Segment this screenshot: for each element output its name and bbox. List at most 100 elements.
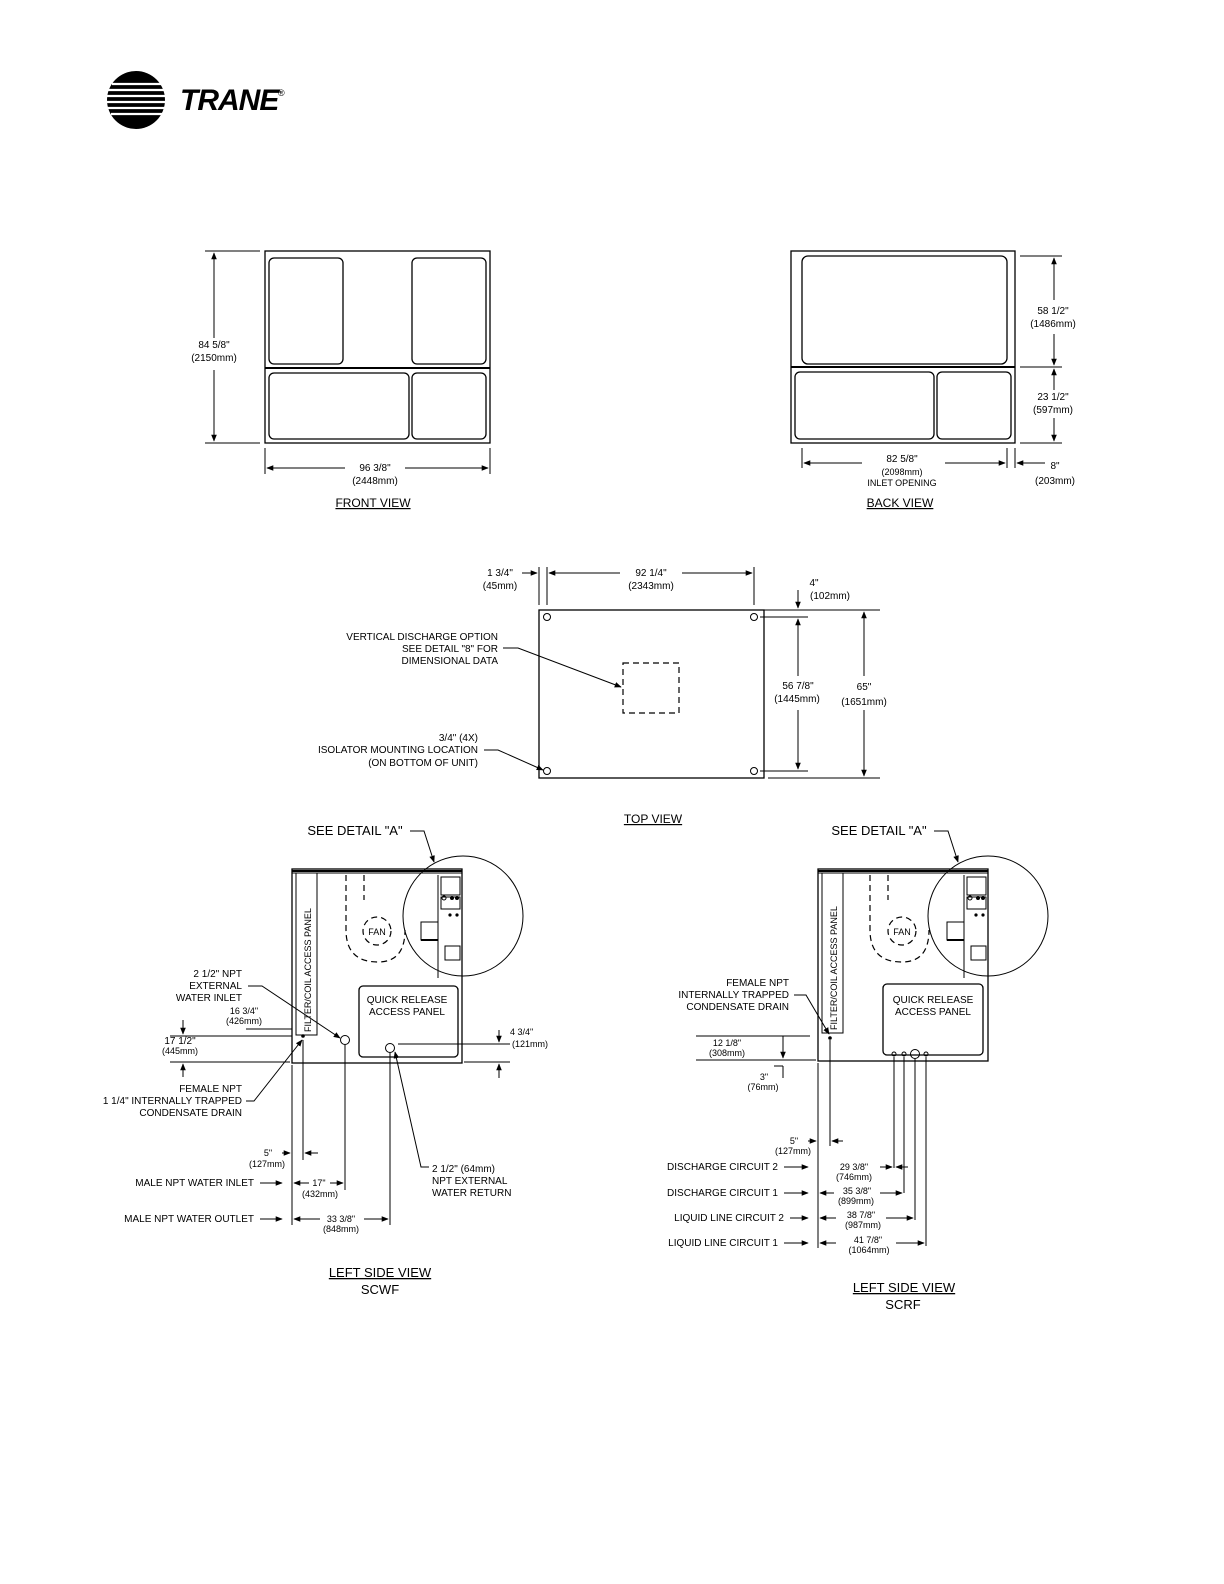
scrf-d3-mm: (76mm): [748, 1082, 779, 1092]
back-inlet: 82 5/8": [886, 454, 918, 465]
scwf-water-inlet: MALE NPT WATER INLET: [135, 1178, 254, 1189]
scwf-inlet-line3: WATER INLET: [176, 993, 242, 1004]
scrf-detail: SEE DETAIL "A": [831, 823, 927, 838]
scrf-filter-panel: FILTER/COIL ACCESS PANEL: [829, 906, 839, 1030]
top-vd-line3: DIMENSIONAL DATA: [402, 656, 499, 667]
scwf-d33: 33 3/8": [327, 1214, 355, 1224]
scwf-d4: 4 3/4": [510, 1027, 533, 1037]
back-lower-mm: (597mm): [1033, 405, 1073, 416]
scrf-c1-dim: 35 3/8": [843, 1186, 871, 1196]
scrf-c2-mm: (746mm): [836, 1172, 872, 1182]
top-vd-line1: VERTICAL DISCHARGE OPTION: [346, 632, 498, 643]
scrf-d12: 12 1/8": [713, 1038, 741, 1048]
brand-name: TRANE: [180, 84, 280, 117]
scwf-inlet-line1: 2 1/2" NPT: [193, 969, 242, 980]
scwf-d33-mm: (848mm): [323, 1224, 359, 1234]
front-height: 84 5/8": [198, 340, 230, 351]
top-depth-mm: (1651mm): [841, 697, 887, 708]
scwf-qr-line1: QUICK RELEASE: [367, 995, 448, 1006]
scwf-title: LEFT SIDE VIEW: [329, 1265, 432, 1280]
front-view: 84 5/8" (2150mm) 96 3/8" (2448mm) FRONT …: [191, 250, 491, 510]
back-inlet-label: INLET OPENING: [867, 478, 936, 488]
scrf-qr-line2: ACCESS PANEL: [895, 1007, 971, 1018]
scwf-d16-mm: (426mm): [226, 1016, 262, 1026]
top-width-mm: (2343mm): [628, 581, 674, 592]
trane-logo-icon: [107, 71, 165, 129]
scwf-d5-mm: (127mm): [249, 1159, 285, 1169]
back-upper: 58 1/2": [1037, 306, 1069, 317]
scwf-ret-line3: WATER RETURN: [432, 1188, 511, 1199]
scwf-d5: 5": [264, 1148, 272, 1158]
scwf-d17: 17": [312, 1178, 325, 1188]
scrf-c1-mm: (899mm): [838, 1196, 874, 1206]
scwf-fan: FAN: [368, 927, 386, 937]
scwf-d16: 16 3/4": [230, 1006, 258, 1016]
scrf-l2-dim: 38 7/8": [847, 1210, 875, 1220]
scwf-qr-line2: ACCESS PANEL: [369, 1007, 445, 1018]
top-left-offset: 1 3/4": [487, 568, 513, 579]
top-iso-line1: 3/4" (4X): [439, 733, 478, 744]
scrf-qr-line1: QUICK RELEASE: [893, 995, 974, 1006]
scwf-ret-line2: NPT EXTERNAL: [432, 1176, 508, 1187]
scwf-d17h: 17 1/2": [164, 1036, 196, 1047]
scrf-c1-label: DISCHARGE CIRCUIT 1: [667, 1188, 778, 1199]
scrf-drain-line1: FEMALE NPT: [726, 978, 789, 989]
scwf-filter-panel: FILTER/COIL ACCESS PANEL: [303, 908, 313, 1032]
scwf-d17h-mm: (445mm): [162, 1046, 198, 1056]
top-view: 1 3/4" (45mm) 92 1/4" (2343mm) 4" (102mm…: [318, 567, 887, 826]
top-offset-mm: (102mm): [810, 591, 850, 602]
top-width: 92 1/4": [635, 568, 667, 579]
top-vd-line2: SEE DETAIL "8" FOR: [402, 644, 498, 655]
scrf-d5: 5": [790, 1136, 798, 1146]
front-height-mm: (2150mm): [191, 353, 237, 364]
front-width: 96 3/8": [359, 463, 391, 474]
back-view: 58 1/2" (1486mm) 23 1/2" (597mm) 82 5/8"…: [790, 250, 1076, 510]
scrf-drain-line3: CONDENSATE DRAIN: [686, 1002, 789, 1013]
left-side-view-scwf: SEE DETAIL "A" FILTER/COIL ACCESS PANEL …: [103, 823, 548, 1297]
scrf-l1-mm: (1064mm): [848, 1245, 889, 1255]
trane-logo: TRANE ®: [107, 71, 285, 129]
scrf-c2-label: DISCHARGE CIRCUIT 2: [667, 1162, 778, 1173]
back-inlet-mm: (2098mm): [881, 467, 922, 477]
back-view-title: BACK VIEW: [867, 496, 934, 510]
scrf-fan: FAN: [893, 927, 911, 937]
top-left-offset-mm: (45mm): [483, 581, 517, 592]
top-offset: 4": [809, 578, 819, 589]
front-view-title: FRONT VIEW: [335, 496, 411, 510]
scwf-detail: SEE DETAIL "A": [307, 823, 403, 838]
back-upper-mm: (1486mm): [1030, 319, 1076, 330]
top-depth-inner: 56 7/8": [782, 681, 814, 692]
scrf-c2-dim: 29 3/8": [840, 1162, 868, 1172]
scrf-model: SCRF: [885, 1297, 920, 1312]
top-iso-line2: ISOLATOR MOUNTING LOCATION: [318, 745, 478, 756]
scwf-water-outlet: MALE NPT WATER OUTLET: [124, 1214, 254, 1225]
scwf-ret-line1: 2 1/2" (64mm): [432, 1164, 495, 1175]
left-side-view-scrf: SEE DETAIL "A" FILTER/COIL ACCESS PANEL …: [667, 823, 1049, 1312]
scrf-drain-line2: INTERNALLY TRAPPED: [678, 990, 789, 1001]
scwf-d4-mm: (121mm): [512, 1039, 548, 1049]
top-view-title: TOP VIEW: [624, 812, 683, 826]
scwf-d17-mm: (432mm): [302, 1189, 338, 1199]
scwf-drain-line1: FEMALE NPT: [179, 1084, 242, 1095]
front-width-mm: (2448mm): [352, 476, 398, 487]
top-depth-inner-mm: (1445mm): [774, 694, 820, 705]
brand-mark: ®: [278, 88, 285, 98]
top-iso-line3: (ON BOTTOM OF UNIT): [368, 758, 478, 769]
scrf-d3: 3": [760, 1072, 768, 1082]
scrf-d5-mm: (127mm): [775, 1146, 811, 1156]
scrf-l2-mm: (987mm): [845, 1220, 881, 1230]
top-depth: 65": [857, 682, 872, 693]
scrf-d12-mm: (308mm): [709, 1048, 745, 1058]
scrf-l1-dim: 41 7/8": [854, 1235, 882, 1245]
scwf-drain-line3: CONDENSATE DRAIN: [139, 1108, 242, 1119]
scrf-l2-label: LIQUID LINE CIRCUIT 2: [674, 1213, 784, 1224]
scrf-title: LEFT SIDE VIEW: [853, 1280, 956, 1295]
scrf-l1-label: LIQUID LINE CIRCUIT 1: [668, 1238, 778, 1249]
scwf-model: SCWF: [361, 1282, 399, 1297]
back-offset-mm: (203mm): [1035, 476, 1075, 487]
scwf-drain-line2: 1 1/4" INTERNALLY TRAPPED: [103, 1096, 242, 1107]
back-lower: 23 1/2": [1037, 392, 1069, 403]
scwf-inlet-line2: EXTERNAL: [189, 981, 242, 992]
back-offset: 8": [1050, 461, 1060, 472]
